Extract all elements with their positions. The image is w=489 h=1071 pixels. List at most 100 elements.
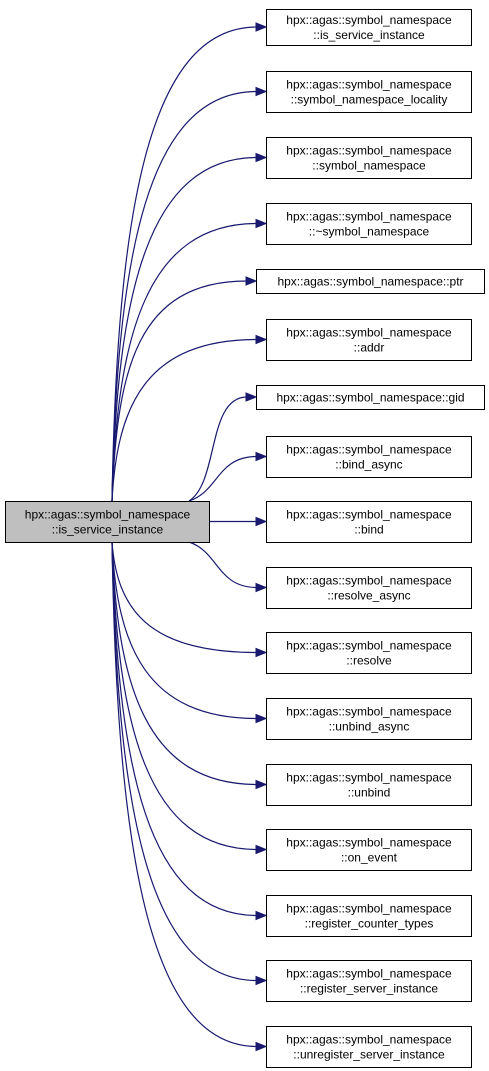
arrowhead-t10 [255, 582, 268, 593]
node-box [266, 137, 472, 179]
node-box [266, 501, 472, 543]
arrowhead-t4 [255, 218, 268, 229]
function-node-t7[interactable]: hpx::agas::symbol_namespace::gid [256, 385, 485, 410]
call-edge-t1 [111, 26, 258, 502]
arrowhead-t13 [255, 779, 268, 790]
node-box [266, 764, 472, 806]
call-edge-t14 [111, 541, 258, 851]
node-box [266, 203, 472, 245]
node-label-line: hpx::agas::symbol_namespace [286, 210, 452, 224]
node-label-line: ::unbind_async [329, 720, 410, 734]
node-label-line: ::unbind [348, 786, 391, 800]
node-box [266, 829, 472, 871]
node-label-line: hpx::agas::symbol_namespace::ptr [277, 275, 463, 289]
arrowhead-t15 [255, 910, 268, 921]
function-node-t4[interactable]: hpx::agas::symbol_namespace::~symbol_nam… [266, 203, 472, 245]
arrowhead-t17 [255, 1041, 268, 1052]
node-label-line: ::on_event [341, 851, 398, 865]
call-edge-t2 [111, 90, 258, 502]
node-label-line: hpx::agas::symbol_namespace::gid [276, 391, 464, 405]
node-label-line: hpx::agas::symbol_namespace [286, 705, 452, 719]
function-node-t10[interactable]: hpx::agas::symbol_namespace::resolve_asy… [266, 567, 472, 609]
node-label-line: hpx::agas::symbol_namespace [286, 13, 452, 27]
function-node-t2[interactable]: hpx::agas::symbol_namespace::symbol_name… [266, 71, 472, 113]
function-node-t8[interactable]: hpx::agas::symbol_namespace::bind_async [266, 436, 472, 478]
call-edge-t5 [111, 280, 248, 502]
function-node-t3[interactable]: hpx::agas::symbol_namespace::symbol_name… [266, 137, 472, 179]
node-label-line: hpx::agas::symbol_namespace [286, 78, 452, 92]
node-box [266, 960, 472, 1002]
arrowhead-t12 [255, 713, 268, 724]
call-edge-t11 [111, 541, 258, 654]
node-label-line: ::resolve_async [327, 589, 410, 603]
call-edge-t13 [111, 541, 258, 786]
call-edge-t12 [111, 541, 258, 720]
node-box [266, 1026, 472, 1068]
node-label-line: hpx::agas::symbol_namespace [286, 326, 452, 340]
function-node-t6[interactable]: hpx::agas::symbol_namespace::addr [266, 319, 472, 361]
arrowhead-t3 [255, 152, 268, 163]
node-label-line: ::symbol_namespace_locality [291, 93, 448, 107]
arrowhead-t11 [255, 647, 268, 658]
arrowhead-t14 [255, 844, 268, 855]
function-node-t15[interactable]: hpx::agas::symbol_namespace::register_co… [266, 895, 472, 937]
arrowhead-t7 [245, 392, 258, 402]
edges-layer [111, 22, 268, 1052]
node-box [266, 632, 472, 674]
node-label-line: ::register_counter_types [305, 917, 434, 931]
node-label-line: ::is_service_instance [313, 28, 425, 42]
call-edge-t15 [111, 541, 258, 917]
arrowhead-t6 [255, 334, 268, 345]
node-box [256, 385, 485, 410]
node-label-line: hpx::agas::symbol_namespace [25, 508, 191, 522]
function-node-t17[interactable]: hpx::agas::symbol_namespace::unregister_… [266, 1026, 472, 1068]
node-label-line: ::~symbol_namespace [309, 225, 430, 239]
nodes-layer: hpx::agas::symbol_namespace::is_service_… [5, 9, 485, 1068]
call-edge-t3 [111, 156, 258, 502]
node-label-line: ::register_server_instance [300, 982, 438, 996]
node-label-line: hpx::agas::symbol_namespace [286, 1033, 452, 1047]
node-label-line: hpx::agas::symbol_namespace [286, 836, 452, 850]
root-node-box [5, 501, 210, 543]
node-label-line: hpx::agas::symbol_namespace [286, 902, 452, 916]
call-edge-t7 [188, 396, 248, 502]
call-edge-t16 [111, 541, 258, 982]
call-edge-t8 [188, 455, 258, 502]
node-label-line: hpx::agas::symbol_namespace [286, 443, 452, 457]
node-label-line: hpx::agas::symbol_namespace [286, 771, 452, 785]
arrowhead-t1 [255, 22, 268, 32]
node-box [266, 895, 472, 937]
node-label-line: ::symbol_namespace [312, 159, 426, 173]
node-box [266, 436, 472, 478]
node-label-line: ::is_service_instance [52, 523, 164, 537]
call-edge-t10 [188, 541, 258, 589]
node-label-line: ::bind_async [335, 458, 402, 472]
node-label-line: hpx::agas::symbol_namespace [286, 574, 452, 588]
node-label-line: hpx::agas::symbol_namespace [286, 967, 452, 981]
function-node-t16[interactable]: hpx::agas::symbol_namespace::register_se… [266, 960, 472, 1002]
arrowhead-t5 [245, 276, 258, 286]
function-node-t13[interactable]: hpx::agas::symbol_namespace::unbind [266, 764, 472, 806]
function-node-t9[interactable]: hpx::agas::symbol_namespace::bind [266, 501, 472, 543]
node-box [266, 9, 472, 46]
node-box [256, 269, 485, 294]
function-node-t14[interactable]: hpx::agas::symbol_namespace::on_event [266, 829, 472, 871]
call-edge-t17 [111, 541, 258, 1048]
function-node-t12[interactable]: hpx::agas::symbol_namespace::unbind_asyn… [266, 698, 472, 740]
node-box [266, 319, 472, 361]
function-node-t5[interactable]: hpx::agas::symbol_namespace::ptr [256, 269, 485, 294]
node-label-line: hpx::agas::symbol_namespace [286, 639, 452, 653]
arrowhead-t9 [255, 516, 268, 527]
node-label-line: ::resolve [346, 654, 392, 668]
call-edge-t6 [111, 338, 258, 502]
node-label-line: ::addr [354, 341, 385, 355]
arrowhead-t16 [255, 975, 268, 986]
node-box [266, 698, 472, 740]
function-node-t1[interactable]: hpx::agas::symbol_namespace::is_service_… [266, 9, 472, 46]
arrowhead-t2 [255, 86, 268, 97]
root-node[interactable]: hpx::agas::symbol_namespace::is_service_… [5, 501, 210, 543]
function-node-t11[interactable]: hpx::agas::symbol_namespace::resolve [266, 632, 472, 674]
node-label-line: hpx::agas::symbol_namespace [286, 144, 452, 158]
node-box [266, 71, 472, 113]
